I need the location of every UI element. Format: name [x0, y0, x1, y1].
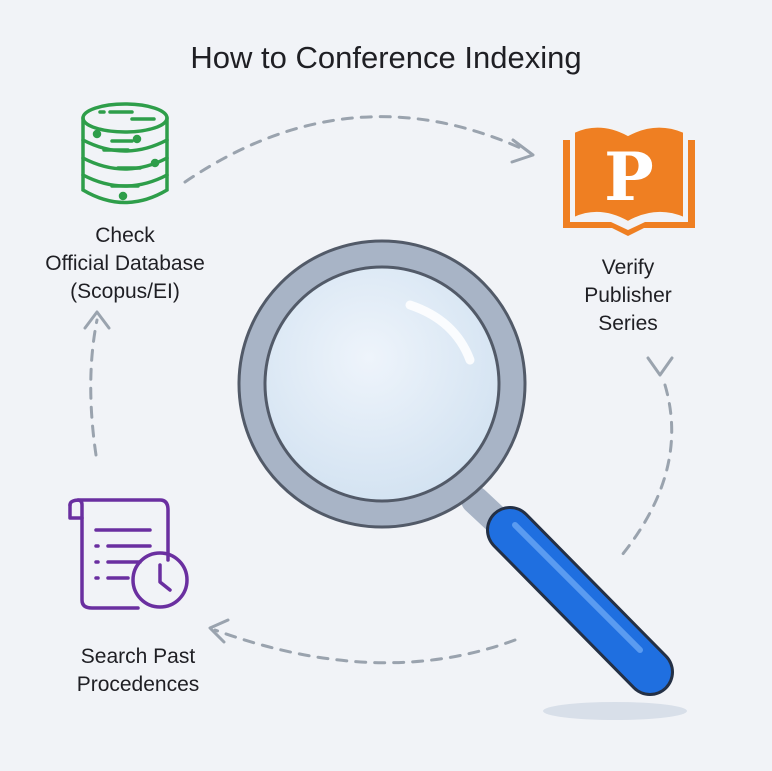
document-clock-icon	[68, 498, 189, 610]
step-label-line: Procedences	[76, 673, 200, 696]
step-check-database: Check Official Database (Scopus/EI)	[20, 222, 230, 306]
publisher-book-icon: P	[563, 125, 695, 236]
arrow-bottom-to-search	[213, 628, 517, 665]
step-label-line: Publisher	[584, 284, 672, 307]
arrow-database-to-publisher	[183, 115, 527, 184]
step-label-line: (Scopus/EI)	[70, 280, 180, 303]
step-label-line: Search Past	[80, 645, 196, 668]
page-title: How to Conference Indexing	[190, 40, 582, 75]
arrowhead-icon	[646, 356, 674, 377]
database-icon	[81, 102, 169, 205]
arrowhead-icon	[83, 310, 111, 330]
step-verify-publisher: Verify Publisher Series	[528, 254, 728, 338]
arrowhead-icon	[510, 138, 535, 164]
step-label-line: Series	[598, 312, 658, 335]
publisher-glyph: P	[604, 138, 654, 216]
cycle-arrows	[89, 115, 674, 665]
arrow-search-to-database	[89, 318, 99, 457]
magnifying-glass-icon	[237, 239, 687, 720]
step-label-line: Official Database	[45, 252, 205, 275]
arrowhead-icon	[208, 618, 230, 644]
step-label-line: Verify	[601, 256, 655, 279]
arrowheads	[83, 138, 674, 644]
step-search-past: Search Past Procedences	[38, 643, 238, 699]
arrow-publisher-to-magnifier	[620, 383, 674, 557]
step-label-line: Check	[95, 224, 155, 247]
